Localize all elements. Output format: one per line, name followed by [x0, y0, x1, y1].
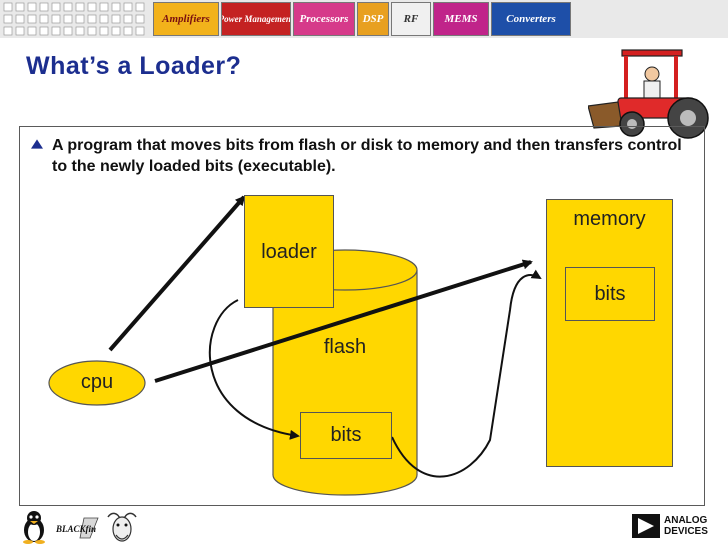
arrow-flash-bits-to-memory	[391, 269, 542, 478]
blackfin-logo: BLACKfin	[55, 517, 99, 539]
memory-bits-label: bits	[594, 283, 626, 305]
tractor-clipart	[588, 49, 709, 139]
slide-title: What’s a Loader?	[26, 52, 242, 80]
penguin-icon	[23, 511, 45, 544]
banner-tile-converters: Converters	[491, 2, 571, 36]
banner-tile-power-management: Power Management	[221, 2, 291, 36]
arrow-loader-to-flash-bits	[209, 299, 300, 440]
memory-bits-box	[565, 267, 655, 321]
gnu-icon	[107, 512, 137, 542]
flash-bits-label: bits	[330, 424, 362, 446]
cpu-ellipse	[48, 360, 146, 406]
banner-tile-rf: RF	[391, 2, 431, 36]
analog-devices-triangle-icon	[632, 514, 660, 538]
arrow-cpu-to-loader	[108, 195, 246, 352]
flash-label: flash	[323, 336, 367, 358]
analog-devices-line1: ANALOG	[664, 515, 708, 526]
banner-squares-pattern	[3, 2, 145, 36]
cpu-label: cpu	[80, 371, 114, 393]
loader-box	[244, 195, 334, 308]
loader-label: loader	[261, 241, 317, 263]
content-frame	[19, 126, 705, 506]
flash-bits-box	[300, 412, 392, 459]
banner-tile-amplifiers: Amplifiers	[153, 2, 219, 36]
top-banner: Amplifiers Power Management Processors D…	[0, 0, 728, 38]
blackfin-logo-text: BLACKfin	[55, 524, 96, 534]
banner-tile-processors: Processors	[293, 2, 355, 36]
banner-tile-dsp: DSP	[357, 2, 389, 36]
memory-label: memory	[573, 208, 646, 230]
memory-box	[546, 199, 673, 467]
analog-devices-logo: ANALOG DEVICES	[632, 514, 708, 538]
analog-devices-line2: DEVICES	[664, 526, 708, 537]
bullet-diamond-icon	[31, 139, 43, 149]
banner-tile-mems: MEMS	[433, 2, 489, 36]
arrow-cpu-to-memory	[154, 259, 533, 383]
bullet-text: A program that moves bits from flash or …	[52, 137, 682, 175]
